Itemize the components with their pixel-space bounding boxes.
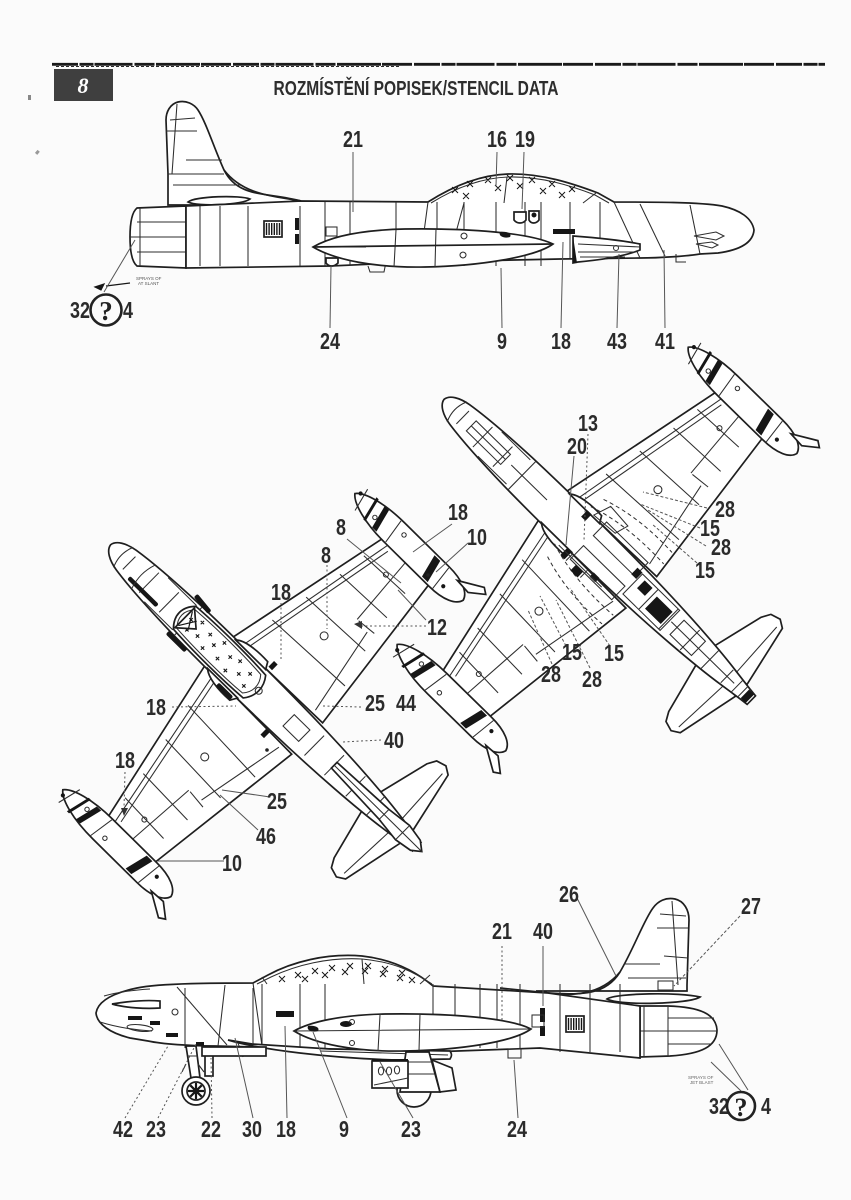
svg-text:24: 24 (507, 1117, 527, 1143)
svg-text:26: 26 (559, 882, 579, 908)
svg-text:10: 10 (467, 525, 487, 551)
svg-text:40: 40 (384, 728, 404, 754)
svg-text:SPRAYS OF: SPRAYS OF (136, 276, 162, 281)
svg-text:9: 9 (339, 1117, 349, 1143)
svg-text:18: 18 (276, 1117, 296, 1143)
svg-text:28: 28 (541, 662, 561, 688)
svg-text:28: 28 (582, 667, 602, 693)
svg-text:42: 42 (113, 1117, 133, 1143)
svg-text:AT SLANT: AT SLANT (138, 281, 159, 286)
svg-text:18: 18 (115, 748, 135, 774)
svg-text:9: 9 (497, 329, 507, 355)
svg-text:8: 8 (336, 515, 346, 541)
svg-text:18: 18 (551, 329, 571, 355)
svg-text:18: 18 (271, 580, 291, 606)
svg-text:32: 32 (70, 298, 90, 324)
svg-text:28: 28 (711, 535, 731, 561)
svg-text:4: 4 (123, 298, 133, 324)
svg-text:20: 20 (567, 434, 587, 460)
svg-text:18: 18 (448, 500, 468, 526)
svg-text:24: 24 (320, 329, 340, 355)
svg-text:21: 21 (343, 127, 363, 153)
svg-text:27: 27 (741, 894, 761, 920)
svg-text:32: 32 (709, 1094, 729, 1120)
svg-text:18: 18 (146, 695, 166, 721)
svg-text:ROZMÍSTĚNÍ POPISEK/STENCIL DAT: ROZMÍSTĚNÍ POPISEK/STENCIL DATA (274, 76, 559, 100)
svg-text:40: 40 (533, 919, 553, 945)
svg-text:16: 16 (487, 127, 507, 153)
svg-text:10: 10 (222, 851, 242, 877)
svg-text:28: 28 (715, 497, 735, 523)
svg-text:SPRAYS OF: SPRAYS OF (688, 1075, 714, 1080)
svg-text:21: 21 (492, 919, 512, 945)
svg-text:44: 44 (396, 691, 416, 717)
svg-text:4: 4 (761, 1094, 771, 1120)
svg-text:JET BLAST: JET BLAST (690, 1080, 714, 1085)
svg-text:30: 30 (242, 1117, 262, 1143)
svg-text:22: 22 (201, 1117, 221, 1143)
svg-text:19: 19 (515, 127, 535, 153)
svg-text:15: 15 (604, 641, 624, 667)
svg-text:13: 13 (578, 411, 598, 437)
svg-text:23: 23 (401, 1117, 421, 1143)
svg-text:23: 23 (146, 1117, 166, 1143)
svg-text:?: ? (99, 296, 113, 326)
svg-text:15: 15 (695, 558, 715, 584)
svg-text:41: 41 (655, 329, 675, 355)
svg-text:8: 8 (78, 73, 89, 98)
svg-text:12: 12 (427, 615, 447, 641)
svg-text:8: 8 (321, 543, 331, 569)
svg-text:46: 46 (256, 824, 276, 850)
svg-text:15: 15 (562, 640, 582, 666)
svg-text:15: 15 (700, 516, 720, 542)
svg-text:25: 25 (267, 789, 287, 815)
svg-text:?: ? (735, 1093, 748, 1122)
svg-text:25: 25 (365, 691, 385, 717)
svg-text:43: 43 (607, 329, 627, 355)
